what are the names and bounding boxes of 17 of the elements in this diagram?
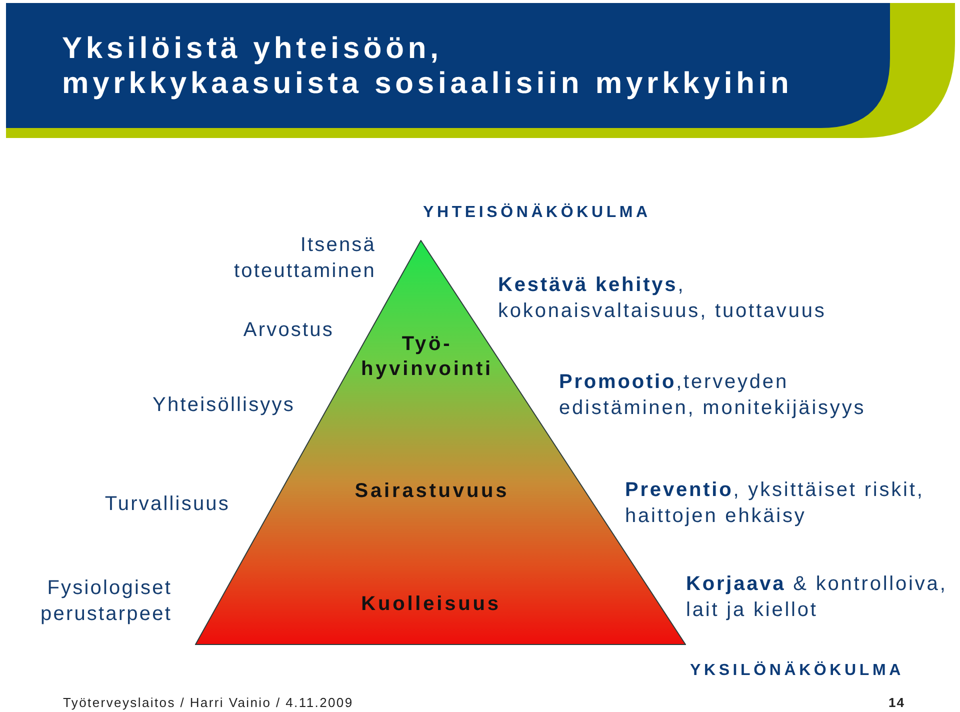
- approach-text: Preventio, yksittäiset riskit, haittojen ehkäisy: [625, 478, 926, 529]
- approach-text: Korjaava & kontrolloiva, lait ja kiellot: [686, 572, 948, 623]
- need-label: Itsensä toteuttaminen: [234, 233, 376, 284]
- page-number: 14: [888, 695, 905, 711]
- perspective-heading: YHTEISÖNÄKÖKULMA: [423, 203, 651, 223]
- approach-text: Promootio,terveyden edistäminen, monitekijäisyys: [559, 370, 867, 421]
- level-label: Kuolleisuus: [361, 592, 501, 617]
- level-label: Työ- hyvinvointi: [361, 332, 493, 382]
- approach-text: Kestävä kehitys, kokonaisvaltaisuus, tuottavuus: [498, 273, 828, 324]
- need-label: Turvallisuus: [104, 492, 230, 517]
- footer-text: Työterveyslaitos / Harri Vainio / 4.11.2009: [63, 695, 354, 711]
- perspective-heading: YKSILÖNÄKÖKULMA: [690, 661, 904, 681]
- need-label: Fysiologiset perustarpeet: [40, 576, 172, 627]
- need-label: Yhteisöllisyys: [152, 393, 295, 418]
- slide-title: Yksilöistä yhteisöön, myrkkykaasuista sosiaalisiin myrkkyihin: [62, 31, 793, 101]
- level-label: Sairastuvuus: [354, 479, 510, 504]
- need-label: Arvostus: [243, 318, 334, 343]
